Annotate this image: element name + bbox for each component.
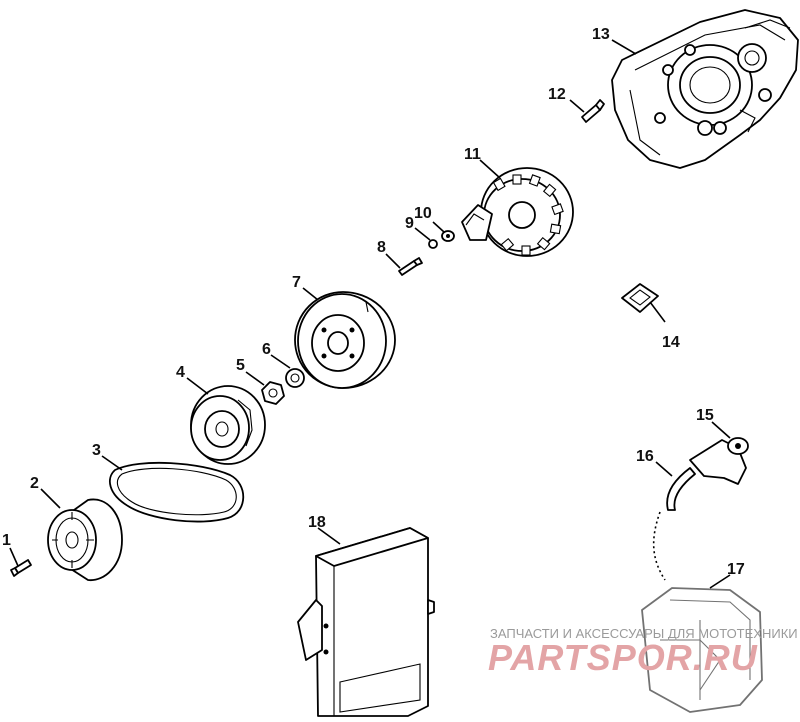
callout-2: 2 (30, 475, 39, 492)
part-13-crankcase-cover (611, 9, 799, 169)
part-5-nut (261, 381, 285, 405)
callout-16: 16 (636, 448, 654, 465)
part-17-ignition-coil (641, 587, 763, 713)
callout-labels: 1 2 3 4 5 6 7 8 9 10 11 12 13 14 15 16 1… (2, 26, 745, 578)
watermark: ЗАПЧАСТИ И АКСЕССУАРЫ ДЛЯ МОТОТЕХНИКИ PA… (488, 626, 798, 678)
part-16-ht-lead (652, 467, 696, 581)
part-3-belt (108, 461, 245, 523)
part-1-bolt (10, 559, 32, 577)
part-14-clip (621, 283, 659, 313)
part-6-washer (285, 368, 305, 388)
callout-14: 14 (662, 334, 680, 351)
callout-8: 8 (377, 239, 386, 256)
part-8-bolt (398, 257, 423, 276)
part-12-bolt (581, 99, 605, 123)
part-7-flywheel (294, 291, 396, 389)
callout-12: 12 (548, 86, 566, 103)
callout-6: 6 (262, 341, 271, 358)
callout-3: 3 (92, 442, 101, 459)
callout-11: 11 (464, 146, 481, 163)
callout-9: 9 (405, 215, 414, 232)
part-2-pulley (47, 498, 123, 581)
callout-17: 17 (727, 561, 745, 578)
leader-lines (9, 39, 731, 589)
part-4-pulley (190, 385, 266, 465)
callout-15: 15 (696, 407, 714, 424)
part-15-spark-plug-cap (689, 437, 749, 485)
watermark-tagline: ЗАПЧАСТИ И АКСЕССУАРЫ ДЛЯ МОТОТЕХНИКИ (490, 626, 798, 641)
callout-1: 1 (2, 532, 11, 549)
callout-10: 10 (414, 205, 432, 222)
callout-4: 4 (176, 364, 185, 381)
callout-18: 18 (308, 514, 326, 531)
part-10-washer (441, 230, 455, 242)
callout-7: 7 (292, 274, 301, 291)
part-11-stator (461, 167, 574, 257)
callout-5: 5 (236, 357, 245, 374)
part-9-washer (428, 239, 438, 249)
watermark-brand: PARTSPOR.RU (488, 637, 758, 678)
callout-13: 13 (592, 26, 610, 43)
part-18-cdi-box (297, 527, 435, 717)
